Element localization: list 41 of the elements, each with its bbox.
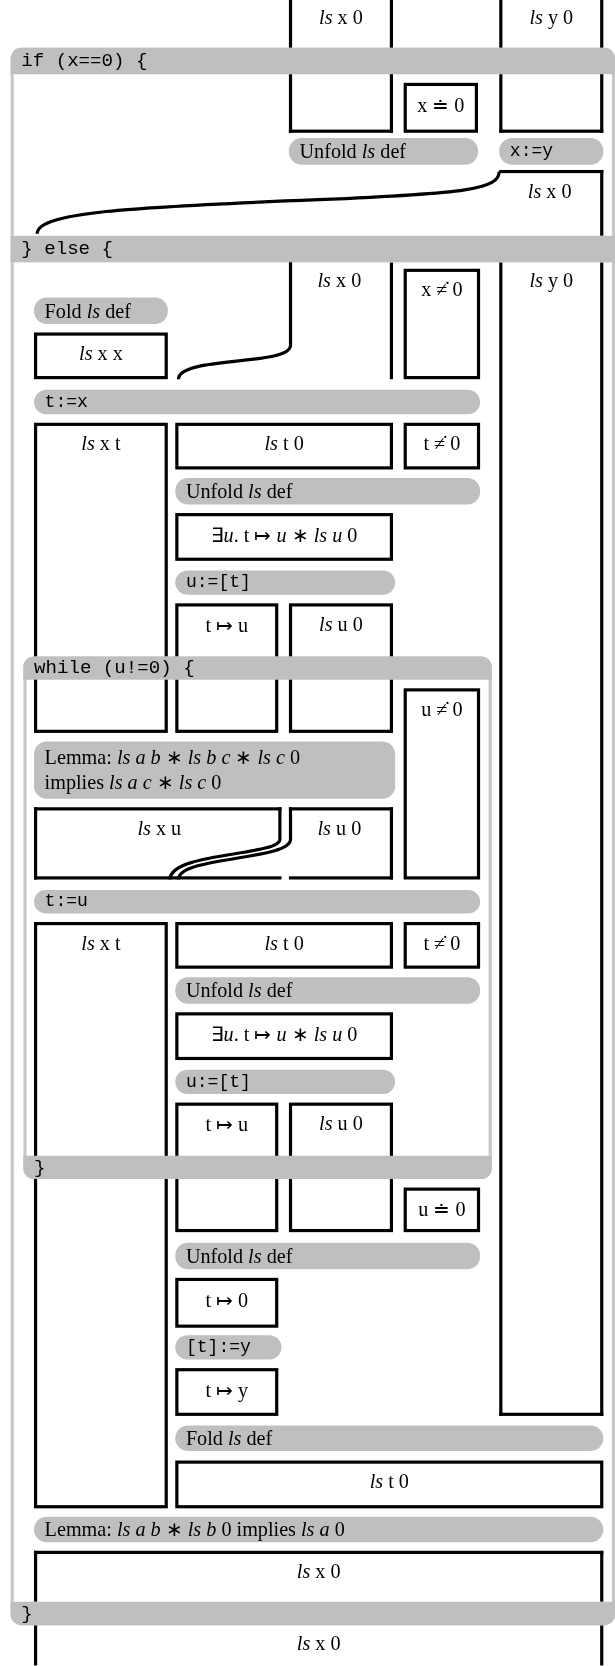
assertion-box: u ≠̇ 0 <box>403 688 481 880</box>
assertion-box: ls x 0 <box>499 169 604 236</box>
block-frame <box>10 47 615 1626</box>
proof-step-label: Unfold ls def <box>288 138 478 165</box>
code-line-bar: } <box>23 1155 492 1180</box>
command-label: x:=y <box>499 138 604 165</box>
assertion-box: ls x 0 <box>34 1550 604 1602</box>
proof-step-label: Fold ls def <box>34 297 168 324</box>
assertion-box: t ↦ y <box>175 1368 279 1416</box>
command-label: [t]:=y <box>175 1335 282 1360</box>
proof-step-label: Unfold ls def <box>175 977 481 1004</box>
proof-step-label: Lemma: ls a b ∗ ls b c ∗ ls c 0 implies ls a c ∗ ls c 0 <box>34 741 396 799</box>
assertion-box: t ≠̇ 0 <box>403 422 481 470</box>
assertion-box: ls x x <box>34 332 168 380</box>
proof-step-label: Unfold ls def <box>175 1242 481 1270</box>
command-label: u:=[t] <box>175 1069 396 1095</box>
proof-step-label: Fold ls def <box>175 1425 604 1451</box>
assertion-box: ls t 0 <box>175 422 393 470</box>
command-label: t:=u <box>34 890 481 914</box>
command-label: u:=[t] <box>175 570 396 595</box>
proof-step-label: Unfold ls def <box>175 478 481 505</box>
code-line-bar: } <box>10 1601 615 1626</box>
assertion-box: ls t 0 <box>175 922 393 969</box>
proof-step-label: Lemma: ls a b ∗ ls b 0 implies ls a 0 <box>34 1516 604 1543</box>
assertion-box: ls u 0 <box>288 807 393 880</box>
command-label: t:=x <box>34 389 481 415</box>
assertion-box: ∃u. t ↦ u ∗ ls u 0 <box>175 1012 393 1061</box>
assertion-box: x ≐ 0 <box>403 82 478 133</box>
assertion-box: ls y 0 <box>499 262 604 1416</box>
assertion-box: ls x 0 <box>288 262 393 380</box>
assertion-box: ls x u <box>34 807 282 880</box>
assertion-box: ls x 0 <box>34 1625 604 1666</box>
assertion-box: ls t 0 <box>175 1460 604 1509</box>
assertion-box: ∃u. t ↦ u ∗ ls u 0 <box>175 513 393 561</box>
assertion-box: t ↦ 0 <box>175 1277 279 1328</box>
code-line-bar: if (x==0) { <box>10 47 615 75</box>
assertion-box: x ≠̇ 0 <box>403 268 481 380</box>
code-line-bar: } else { <box>10 235 615 263</box>
assertion-box: u ≐ 0 <box>403 1187 481 1233</box>
assertion-box: t ≠̇ 0 <box>403 922 481 969</box>
code-line-bar: while (u!=0) { <box>23 656 492 680</box>
